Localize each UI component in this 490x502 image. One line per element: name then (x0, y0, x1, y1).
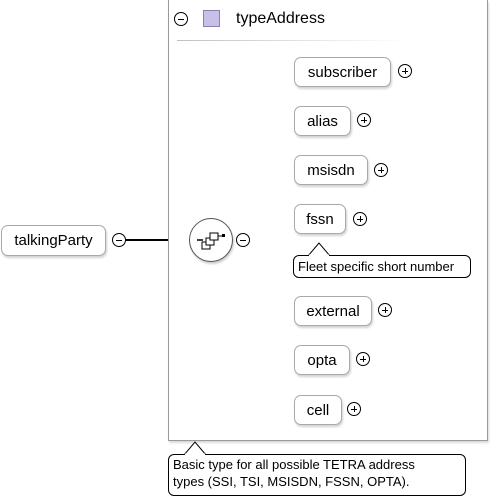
child-element-fssn[interactable]: fssn (294, 204, 346, 234)
type-tooltip-line-1: Basic type for all possible TETRA addres… (173, 457, 415, 472)
root-element-talkingparty[interactable]: talkingParty (1, 225, 106, 256)
type-tooltip-line-2: types (SSI, TSI, MSISDN, FSSN, OPTA). (173, 474, 410, 489)
type-tooltip-pointer (184, 441, 207, 455)
expand-cell-icon[interactable] (347, 402, 361, 416)
expand-alias-icon[interactable] (357, 113, 371, 127)
expand-subscriber-icon[interactable] (398, 64, 412, 78)
child-element-label: alias (307, 112, 338, 130)
type-title: typeAddress (236, 10, 325, 27)
expand-external-icon[interactable] (378, 303, 392, 317)
child-element-label: subscriber (307, 63, 378, 81)
child-element-label: cell (306, 401, 330, 419)
sequence-compositor-icon (197, 232, 225, 250)
root-collapse-icon[interactable] (112, 233, 126, 247)
child-element-cell[interactable]: cell (294, 395, 342, 425)
child-element-alias[interactable]: alias (294, 106, 351, 136)
type-collapse-icon[interactable] (174, 12, 188, 26)
sequence-collapse-icon[interactable] (236, 233, 250, 247)
fssn-tooltip-pointer (308, 242, 331, 256)
expand-opta-icon[interactable] (356, 352, 370, 366)
child-element-msisdn[interactable]: msisdn (294, 155, 368, 185)
sequence-compositor[interactable] (189, 218, 233, 262)
fssn-tooltip: Fleet specific short number (293, 255, 471, 278)
complex-type-icon (203, 10, 220, 27)
child-element-label: msisdn (307, 161, 355, 179)
child-element-label: fssn (306, 210, 334, 228)
child-element-subscriber[interactable]: subscriber (294, 57, 391, 87)
child-element-opta[interactable]: opta (294, 345, 350, 375)
child-element-external[interactable]: external (294, 296, 372, 326)
child-element-label: external (306, 302, 360, 320)
root-element-label: talkingParty (14, 232, 93, 249)
type-tooltip: Basic type for all possible TETRA addres… (168, 454, 466, 496)
child-element-label: opta (307, 351, 337, 369)
fssn-tooltip-text: Fleet specific short number (298, 259, 455, 274)
type-header-divider (177, 40, 407, 41)
expand-msisdn-icon[interactable] (374, 163, 388, 177)
expand-fssn-icon[interactable] (353, 212, 367, 226)
